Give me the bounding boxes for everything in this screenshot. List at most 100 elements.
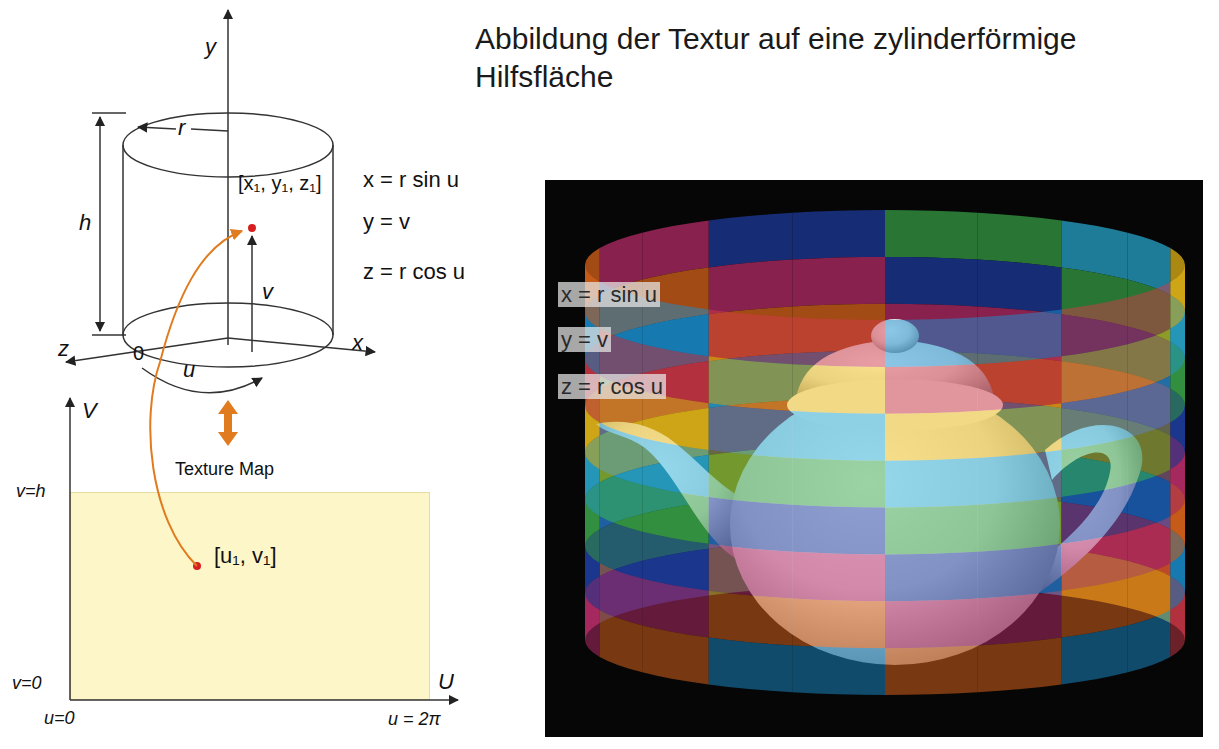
band-cell bbox=[885, 210, 978, 260]
band-cell bbox=[600, 610, 643, 672]
band-cell bbox=[978, 591, 1062, 646]
band-back bbox=[585, 210, 1185, 640]
band-cell bbox=[709, 309, 793, 364]
equation: x = r sin u bbox=[558, 282, 660, 307]
double-arrow bbox=[218, 400, 238, 446]
band-cell bbox=[885, 458, 978, 508]
point-label: [x₁, y₁, z₁] bbox=[238, 172, 322, 195]
bound-label: u = 2π bbox=[388, 709, 441, 730]
band-cell bbox=[978, 213, 1062, 268]
mapping-arrow bbox=[150, 231, 242, 566]
band-cell bbox=[792, 257, 885, 307]
label-holder: u=0 bbox=[44, 708, 75, 729]
label-holder: y bbox=[205, 34, 216, 59]
axis-label: V bbox=[82, 398, 97, 423]
axis-label: x bbox=[352, 330, 363, 355]
surface-point bbox=[248, 224, 256, 232]
band-cell bbox=[709, 260, 793, 315]
band-cell bbox=[709, 356, 793, 411]
title-block: Abbildung der Textur auf eine zylinderfö… bbox=[475, 20, 1213, 96]
band-cell bbox=[978, 260, 1062, 315]
band-cell bbox=[792, 411, 885, 461]
band-cell bbox=[978, 356, 1062, 411]
band-cell bbox=[885, 505, 978, 555]
band-cell bbox=[885, 364, 978, 414]
label-holder: Texture Map bbox=[175, 459, 274, 480]
band-cell bbox=[709, 544, 793, 599]
axis-label: z bbox=[58, 336, 69, 361]
band-cell bbox=[709, 403, 793, 458]
point-label: [u₁, v₁] bbox=[214, 543, 277, 568]
radius-label: r bbox=[178, 115, 185, 140]
bound-label: v=h bbox=[16, 481, 46, 502]
label-holder: [x₁, y₁, z₁] bbox=[238, 172, 322, 195]
label-holder: 0 bbox=[133, 342, 144, 365]
band-cell bbox=[978, 450, 1062, 505]
parameter-label: v bbox=[262, 279, 273, 304]
equation: z = r cos u bbox=[558, 374, 666, 399]
band-cell bbox=[885, 552, 978, 602]
band-cell bbox=[978, 638, 1062, 693]
band-cell bbox=[792, 364, 885, 414]
band-cell bbox=[792, 645, 885, 695]
axis-label: U bbox=[438, 669, 454, 694]
texture-map-label: Texture Map bbox=[175, 459, 274, 480]
band-cell bbox=[709, 638, 793, 693]
band-cell bbox=[885, 599, 978, 649]
band-cell bbox=[792, 317, 885, 367]
band-cell bbox=[792, 505, 885, 555]
equation: z = r cos u bbox=[363, 259, 465, 284]
band-cell bbox=[885, 257, 978, 307]
band-cell bbox=[792, 599, 885, 649]
band-cell bbox=[1170, 593, 1185, 657]
band-cell bbox=[978, 403, 1062, 458]
band-cell bbox=[978, 309, 1062, 364]
label-holder: z = r cos u bbox=[363, 259, 465, 284]
band-cell bbox=[885, 645, 978, 695]
equation: x = r sin u bbox=[363, 167, 459, 192]
parameter-label: u bbox=[183, 357, 195, 382]
texture-map-area: [u₁, v₁] bbox=[70, 492, 430, 700]
label-holder: h bbox=[79, 210, 91, 235]
band-cell bbox=[978, 544, 1062, 599]
title: Abbildung der Textur auf eine zylinderfö… bbox=[475, 20, 1213, 96]
band-cell bbox=[642, 625, 708, 684]
label-holder: u = 2π bbox=[388, 709, 441, 730]
band-cell bbox=[709, 450, 793, 505]
origin-label: 0 bbox=[133, 342, 144, 365]
height-label: h bbox=[79, 210, 91, 235]
band-cell bbox=[1128, 610, 1171, 672]
label-holder: u bbox=[183, 357, 195, 382]
label-holder: x bbox=[352, 330, 363, 355]
band-cell bbox=[709, 497, 793, 552]
label-holder: v bbox=[262, 279, 273, 304]
teapot-photo bbox=[545, 180, 1203, 737]
band-cell bbox=[978, 497, 1062, 552]
label-holder: v=h bbox=[16, 481, 46, 502]
texture-axes bbox=[70, 398, 458, 700]
axis-label: y bbox=[205, 34, 216, 59]
label-holder: r bbox=[178, 115, 185, 140]
label-holder: v=0 bbox=[12, 673, 42, 694]
band-cell bbox=[885, 317, 978, 367]
label-holder: y = v bbox=[363, 209, 410, 234]
bound-label: v=0 bbox=[12, 673, 42, 694]
band-cell bbox=[585, 593, 600, 657]
label-holder: y = v bbox=[558, 327, 611, 352]
teapot bbox=[596, 319, 1142, 665]
band-cell bbox=[885, 411, 978, 461]
cylinder bbox=[66, 10, 375, 393]
band-cell bbox=[1061, 625, 1127, 684]
label-holder: x = r sin u bbox=[558, 282, 660, 307]
label-holder: V bbox=[82, 398, 97, 423]
band-cell bbox=[792, 458, 885, 508]
label-holder: U bbox=[438, 669, 454, 694]
band-front bbox=[585, 265, 1185, 695]
equation: y = v bbox=[558, 327, 611, 352]
label-holder: z bbox=[58, 336, 69, 361]
band-cell bbox=[709, 213, 793, 268]
bound-label: u=0 bbox=[44, 708, 75, 729]
band-cell bbox=[792, 552, 885, 602]
band-cell bbox=[709, 591, 793, 646]
equation: y = v bbox=[363, 209, 410, 234]
